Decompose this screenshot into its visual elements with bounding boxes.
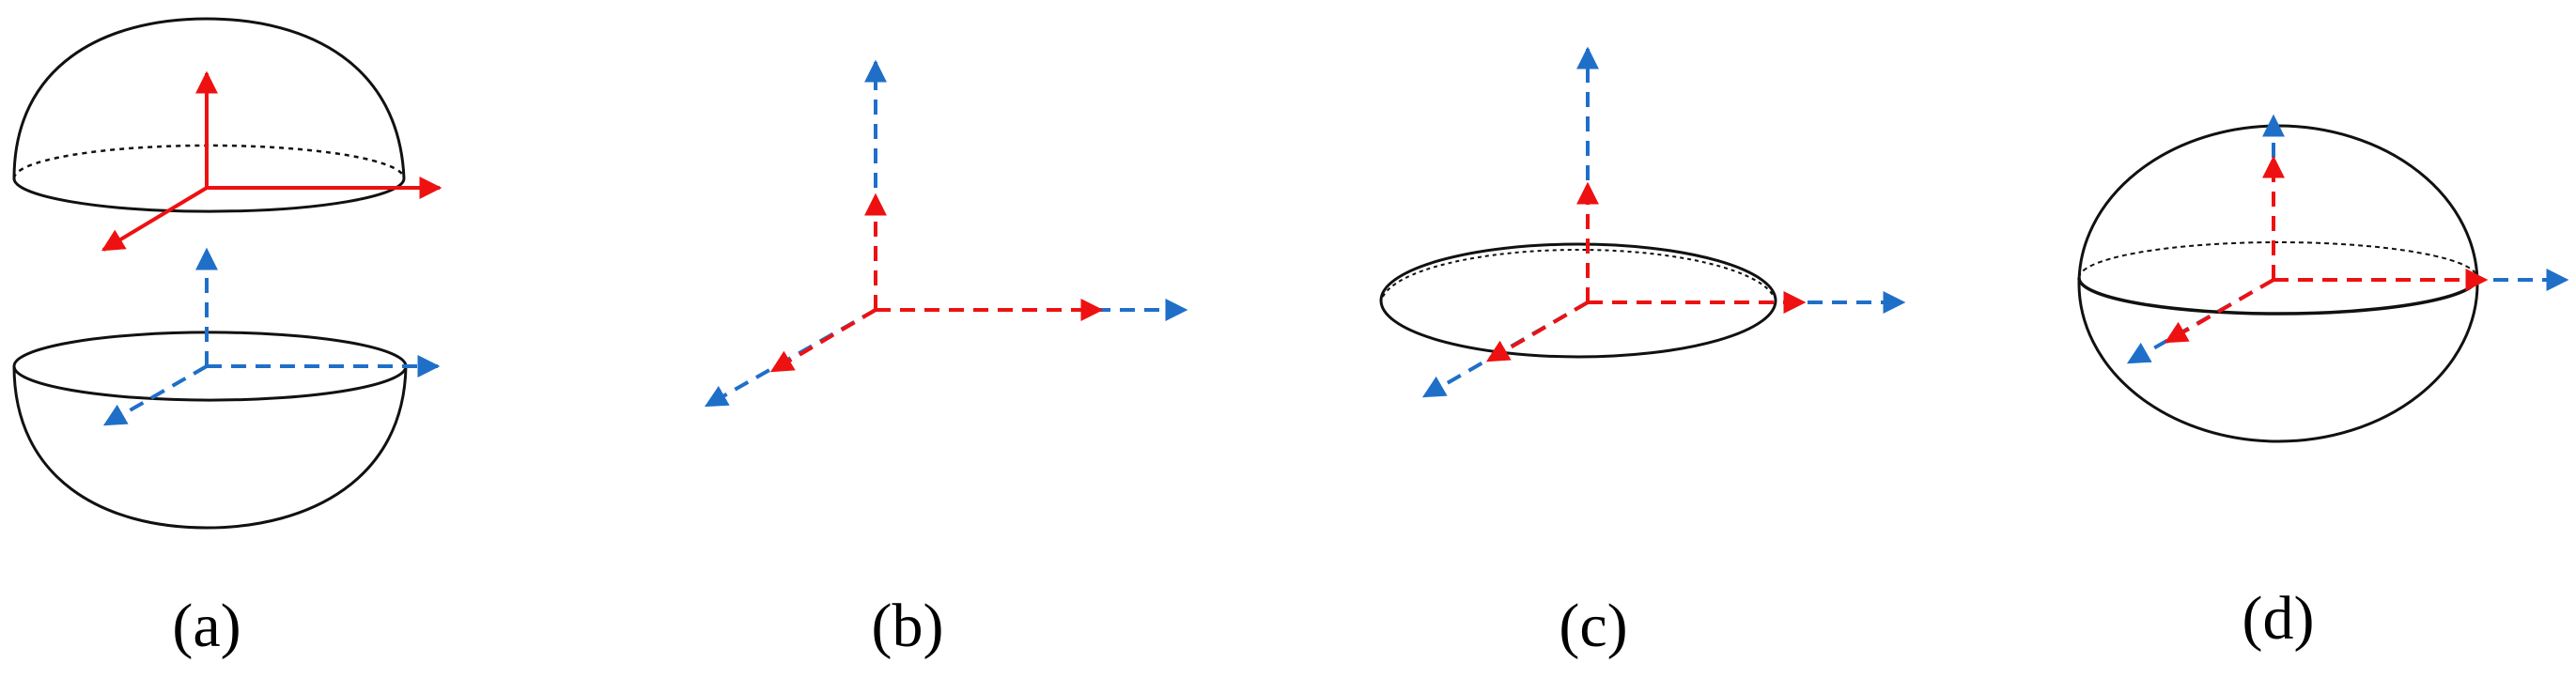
panel-label-d: (d) (2242, 584, 2315, 653)
sphere (2077, 124, 2479, 443)
red-axes-b (769, 193, 1104, 373)
red-axes-d (2164, 155, 2489, 344)
blue-axes-b (704, 59, 1188, 408)
upper-hemisphere (12, 17, 406, 213)
panel-label-a: (a) (172, 592, 241, 660)
lower-hemisphere (12, 331, 408, 530)
panel-label-c: (c) (1559, 592, 1627, 660)
red-axes-upper (101, 70, 442, 252)
blue-axes-c (1421, 46, 1906, 398)
panel-b (704, 59, 1188, 408)
blue-axes-lower (102, 247, 441, 426)
panel-c (1379, 46, 1906, 398)
disk (1379, 242, 1777, 359)
blue-axes-d (2126, 114, 2569, 364)
panel-a (12, 17, 442, 530)
panel-d (2077, 114, 2569, 443)
red-axes-c (1485, 181, 1807, 362)
panel-label-b: (b) (872, 592, 944, 660)
